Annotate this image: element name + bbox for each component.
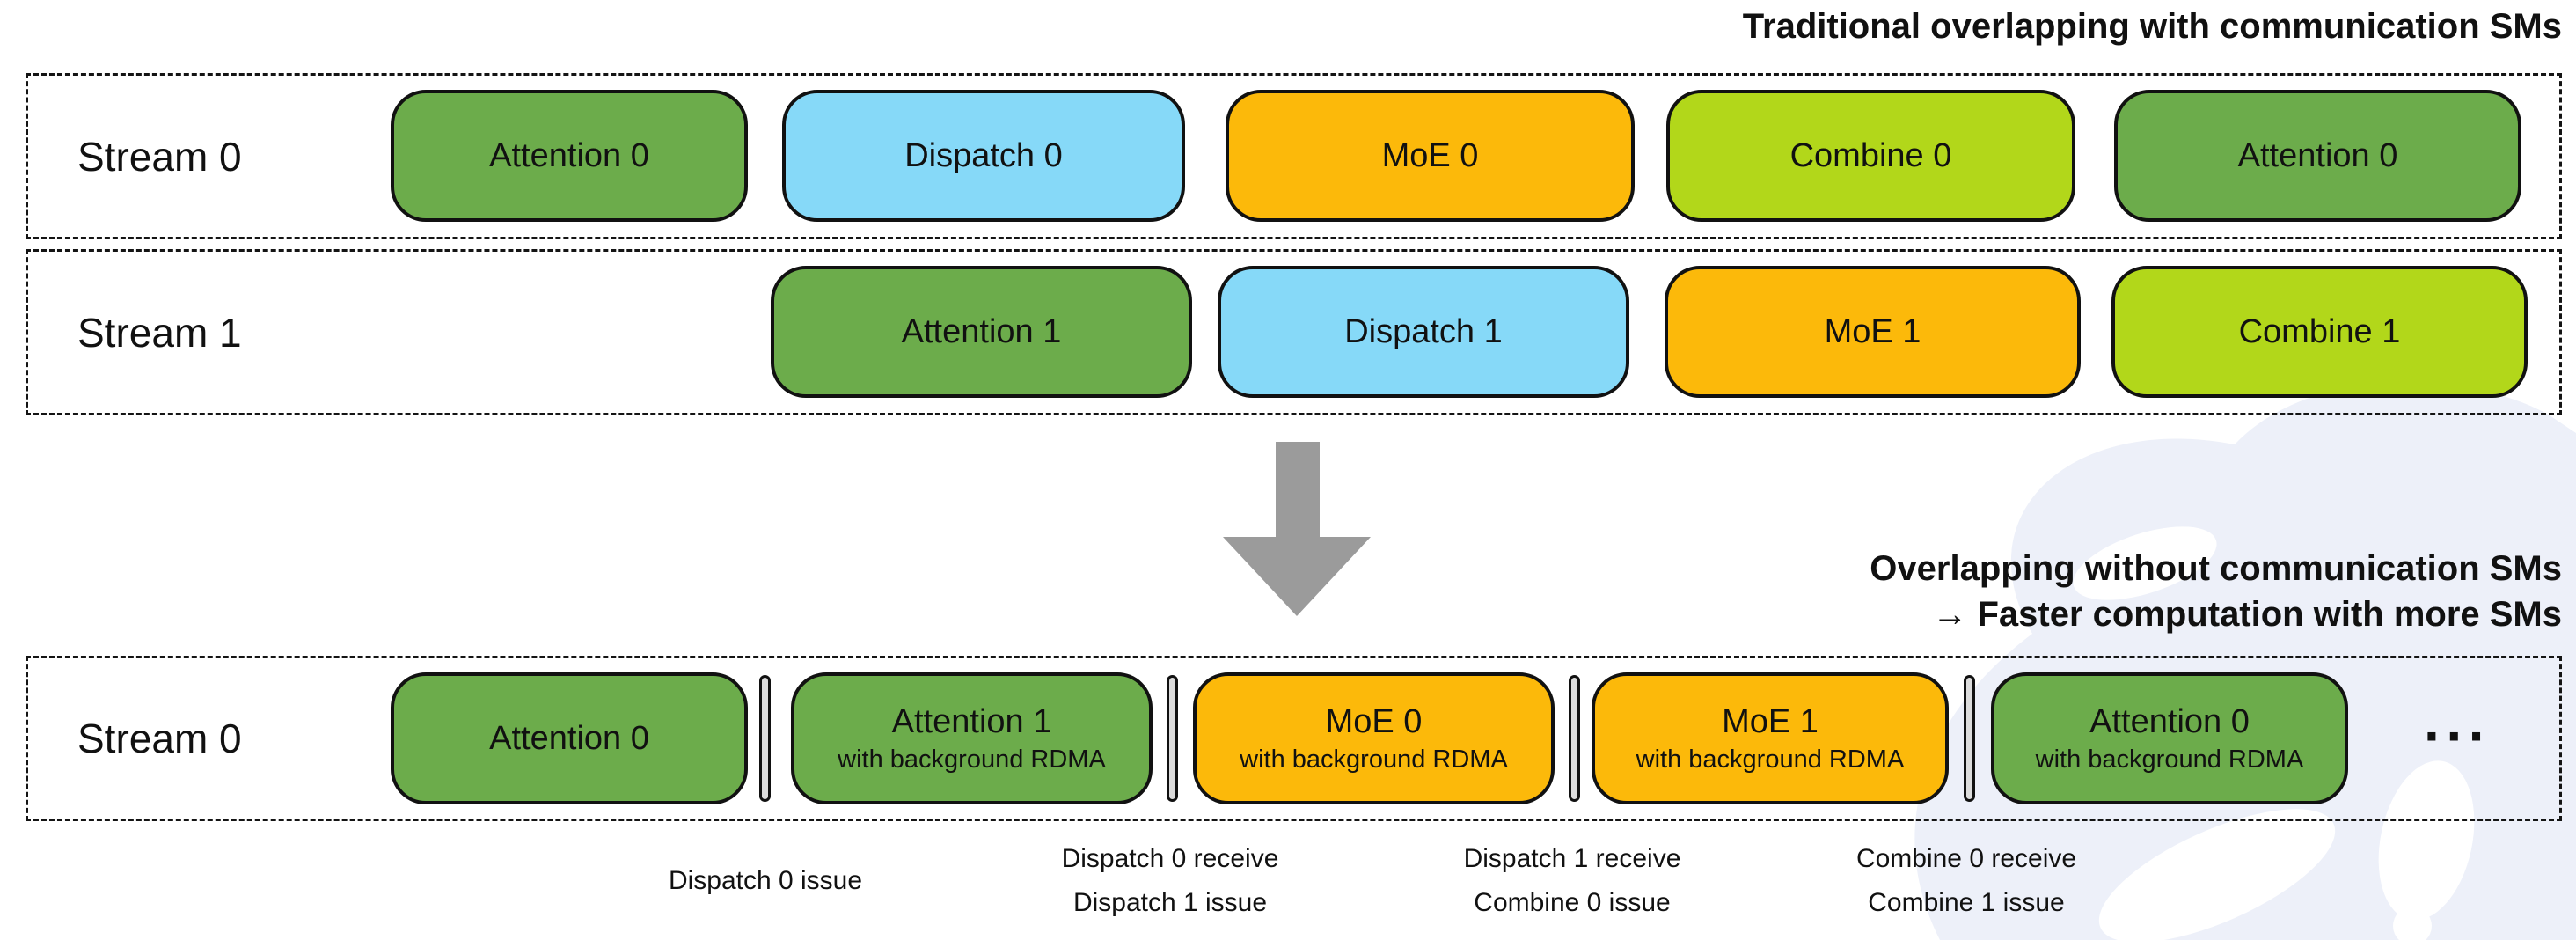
task-block-attention-0: Attention 0 with background RDMA [1991,672,2348,804]
section-title-line-2: → Faster computation with more SMs [1932,595,2562,634]
stream-label: Stream 0 [77,716,242,761]
section-title-traditional: Traditional overlapping with communicati… [1742,7,2562,46]
task-block-moe-1: MoE 1 [1665,266,2081,398]
task-label: Attention 0 [489,720,649,757]
stream-separator-bar [1569,675,1580,802]
task-label: Attention 1 [891,703,1052,740]
annotation-dispatch-0-issue: Dispatch 0 issue [669,859,862,903]
section-title-line-1: Overlapping without communication SMs [1870,549,2562,588]
task-block-combine-0: Combine 0 [1666,90,2075,222]
section-title-no-comm-sms: Overlapping without communication SMs → … [1870,546,2562,637]
task-label: Combine 0 [1789,137,1952,174]
task-label: MoE 0 [1381,137,1479,174]
task-block-moe-0: MoE 0 [1226,90,1635,222]
annotation-line: Combine 0 receive [1855,844,2077,873]
task-label: Attention 1 [901,313,1062,350]
watermark-cutout [2393,907,2432,940]
task-label: MoE 0 [1325,703,1423,740]
task-label: Attention 0 [2089,703,2250,740]
annotation-line: Dispatch 0 issue [668,866,863,895]
continuation-ellipsis: ··· [2424,704,2491,768]
task-sub-label: with background RDMA [838,745,1106,774]
task-block-combine-1: Combine 1 [2111,266,2528,398]
stream-0-top-box: Stream 0 Attention 0 Dispatch 0 MoE 0 Combi… [26,73,2562,239]
task-label: MoE 1 [1722,703,1819,740]
annotation-line: Dispatch 1 receive [1463,844,1681,873]
stream-1-box: Stream 1 Attention 1 Dispatch 1 MoE 1 Combi… [26,249,2562,415]
task-label: Dispatch 0 [904,137,1063,174]
task-label: Dispatch 1 [1344,313,1503,350]
annotation-line: Dispatch 0 receive [1061,844,1279,873]
stream-label: Stream 0 [77,133,242,180]
annotation-line: Dispatch 1 issue [1072,888,1268,917]
task-label: MoE 1 [1824,313,1921,350]
task-block-moe-0: MoE 0 with background RDMA [1193,672,1555,804]
stream-separator-bar [1167,675,1178,802]
annotation-line: Combine 1 issue [1868,888,2065,917]
task-block-moe-1: MoE 1 with background RDMA [1592,672,1949,804]
stream-label: Stream 1 [77,309,242,356]
task-label: Attention 0 [489,137,649,174]
task-block-attention-0: Attention 0 [391,90,748,222]
task-block-dispatch-1: Dispatch 1 [1218,266,1629,398]
task-sub-label: with background RDMA [1636,745,1905,774]
task-block-attention-1: Attention 1 with background RDMA [791,672,1153,804]
task-label: Attention 0 [2237,137,2398,174]
task-block-attention-0: Attention 0 [391,672,748,804]
stream-separator-bar [759,675,771,802]
task-block-attention-1: Attention 1 [771,266,1192,398]
stream-0-bottom-box: Stream 0 Attention 0 Attention 1 with back… [26,656,2562,821]
annotation-line: Combine 0 issue [1474,888,1671,917]
task-block-dispatch-0: Dispatch 0 [782,90,1185,222]
task-sub-label: with background RDMA [1240,745,1508,774]
task-block-attention-0: Attention 0 [2114,90,2521,222]
stream-separator-bar [1964,675,1975,802]
stream-0-bottom-track: Attention 0 Attention 1 with background RD… [28,658,2559,819]
task-label: Combine 1 [2238,313,2401,350]
stream-0-top-track: Attention 0 Dispatch 0 MoE 0 Combine 0 Atten… [28,76,2559,237]
stream-1-track: Attention 1 Dispatch 1 MoE 1 Combine 1 [28,252,2559,413]
task-sub-label: with background RDMA [2035,745,2304,774]
